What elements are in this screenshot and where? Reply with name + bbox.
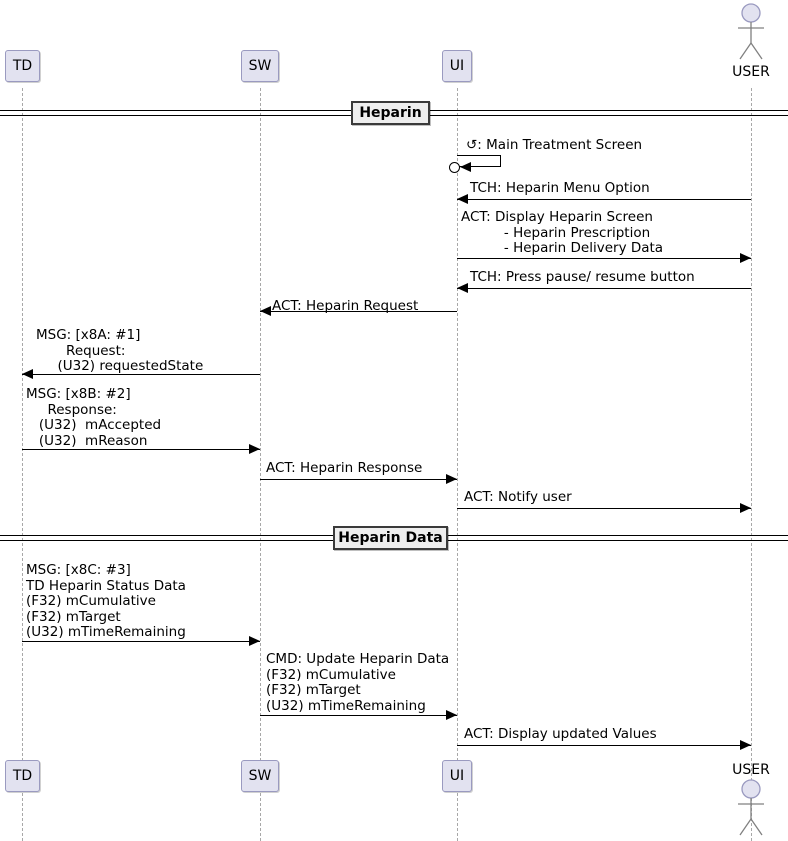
- participant-sw-top-label: SW: [248, 58, 272, 74]
- message-m3-arrowhead: [740, 253, 751, 263]
- actor-user-top[interactable]: [731, 3, 771, 61]
- participant-td-top[interactable]: TD: [5, 50, 40, 82]
- message-m12-line: [457, 745, 751, 746]
- message-m9-line: [457, 508, 751, 509]
- participant-ui-bottom[interactable]: UI: [442, 760, 472, 792]
- message-m8-label: ACT: Heparin Response: [266, 460, 423, 476]
- lifeline-user: [751, 88, 752, 841]
- message-m2-label: TCH: Heparin Menu Option: [470, 180, 650, 196]
- participant-sw-top[interactable]: SW: [241, 50, 279, 82]
- divider-heparin-label: Heparin: [359, 105, 422, 121]
- actor-user-bottom-label: USER: [732, 762, 770, 778]
- divider-heparin-data: Heparin Data: [333, 526, 448, 550]
- actor-user-bottom[interactable]: [731, 778, 771, 838]
- message-m8-arrowhead: [446, 474, 457, 484]
- actor-figure-icon: [738, 779, 764, 836]
- message-m6-line: [22, 374, 260, 375]
- message-m12-arrowhead: [740, 740, 751, 750]
- message-m1-selfloop: [457, 155, 501, 167]
- message-m6-arrowhead: [22, 369, 33, 379]
- message-m4-arrowhead: [457, 283, 468, 293]
- message-m3-line: [457, 258, 751, 259]
- message-m5-arrowhead: [260, 306, 271, 316]
- message-m6-label: MSG: [x8A: #1] Request: (U32) requestedS…: [36, 327, 204, 374]
- message-m10-arrowhead: [249, 636, 260, 646]
- message-m3-label: ACT: Display Heparin Screen - Heparin Pr…: [461, 209, 664, 256]
- message-m4-label: TCH: Press pause/ resume button: [470, 269, 695, 285]
- participant-td-bottom-label: TD: [12, 768, 33, 784]
- participant-ui-top[interactable]: UI: [442, 50, 472, 82]
- actor-figure-icon: [738, 3, 764, 60]
- lifeline-td: [22, 88, 23, 841]
- participant-ui-top-label: UI: [449, 58, 465, 74]
- message-m5-line: [260, 311, 457, 312]
- participant-ui-bottom-label: UI: [449, 768, 465, 784]
- message-m8-line: [260, 479, 457, 480]
- message-m1-label: ↺: Main Treatment Screen: [466, 137, 643, 153]
- divider-heparin-data-label: Heparin Data: [338, 530, 443, 546]
- divider-heparin: Heparin: [351, 101, 430, 125]
- message-m1-endpoint-circle: [449, 162, 460, 173]
- participant-td-bottom[interactable]: TD: [5, 760, 40, 792]
- actor-user-top-label: USER: [732, 64, 770, 80]
- message-m9-arrowhead: [740, 503, 751, 513]
- message-m2-line: [457, 199, 751, 200]
- message-m7-label: MSG: [x8B: #2] Response: (U32) mAccepted…: [26, 386, 162, 449]
- message-m5-label: ACT: Heparin Request: [272, 298, 419, 314]
- participant-td-top-label: TD: [12, 58, 33, 74]
- message-m11-line: [260, 715, 457, 716]
- message-m12-label: ACT: Display updated Values: [464, 726, 657, 742]
- message-m10-line: [22, 641, 260, 642]
- message-m7-arrowhead: [249, 444, 260, 454]
- message-m2-arrowhead: [457, 194, 468, 204]
- message-m7-line: [22, 449, 260, 450]
- participant-sw-bottom[interactable]: SW: [241, 760, 279, 792]
- message-m9-label: ACT: Notify user: [464, 489, 572, 505]
- lifeline-ui: [457, 88, 458, 841]
- lifeline-sw: [260, 88, 261, 841]
- message-m4-line: [457, 288, 751, 289]
- message-m10-label: MSG: [x8C: #3] TD Heparin Status Data (F…: [26, 562, 186, 640]
- message-m1-arrowhead: [460, 162, 471, 172]
- participant-sw-bottom-label: SW: [248, 768, 272, 784]
- message-m11-label: CMD: Update Heparin Data (F32) mCumulati…: [266, 651, 450, 714]
- message-m11-arrowhead: [446, 710, 457, 720]
